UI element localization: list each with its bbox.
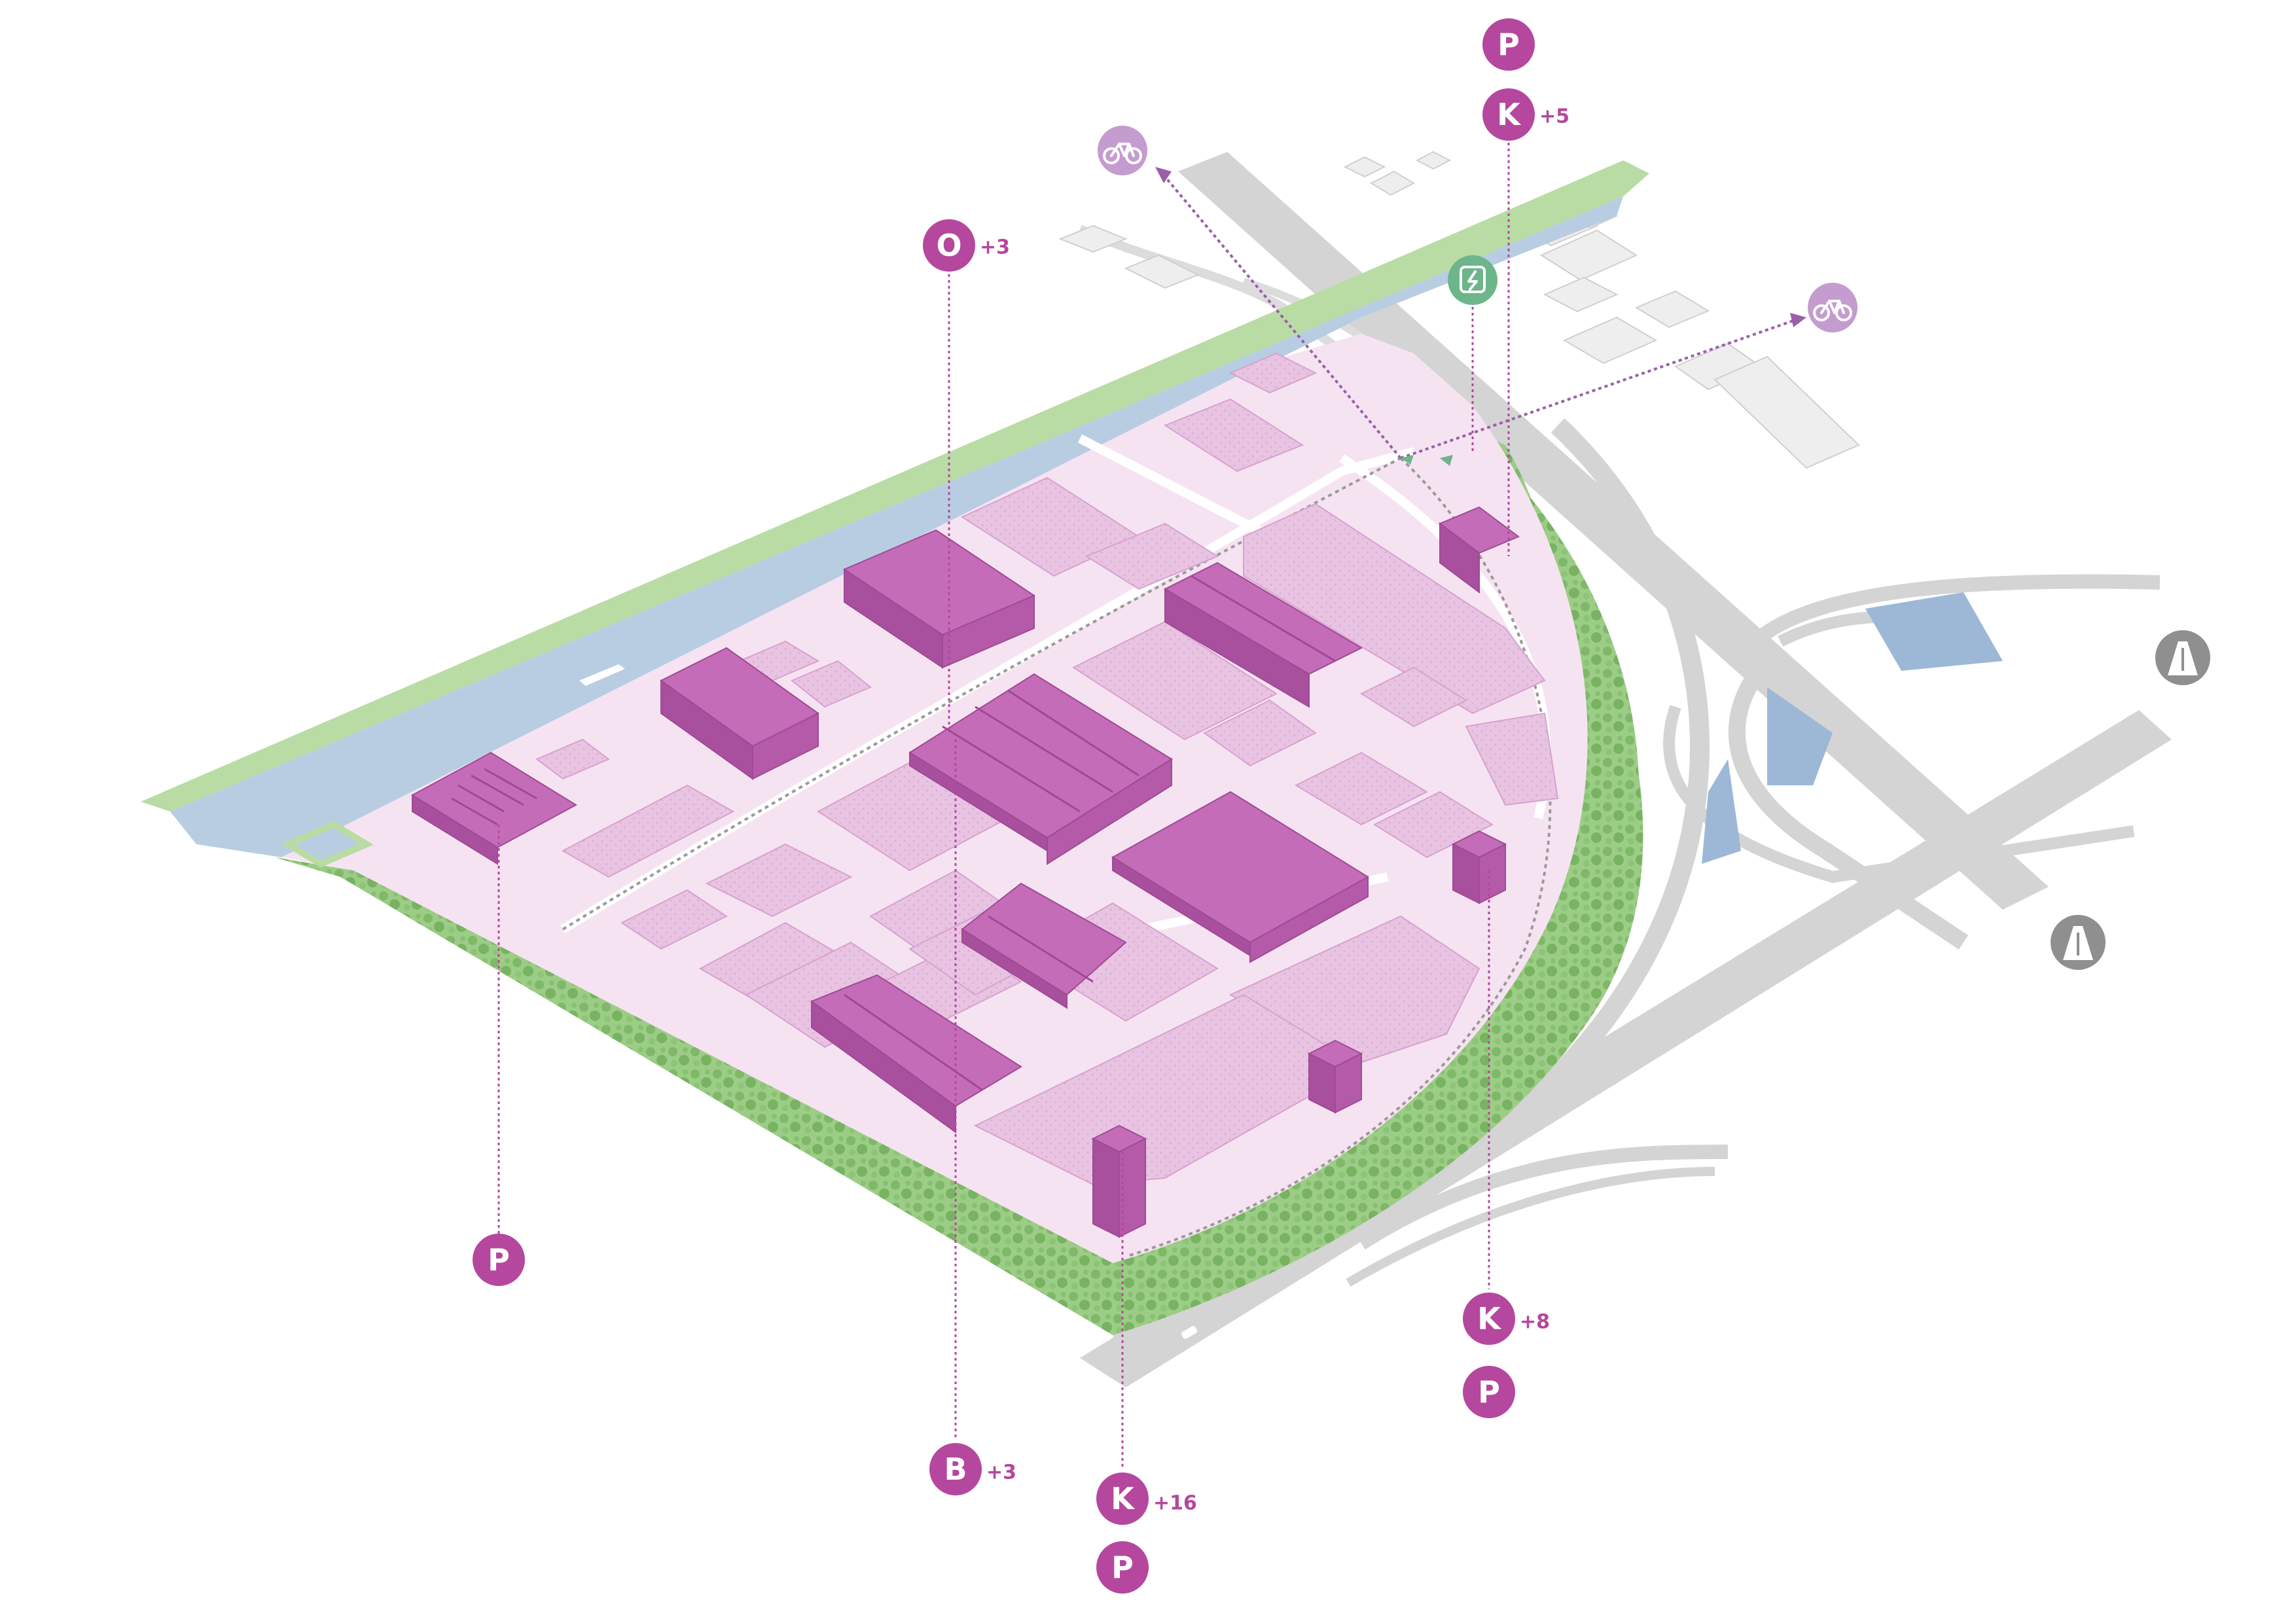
marker-suffix: +8 (1520, 1311, 1550, 1334)
marker-suffix: +3 (986, 1461, 1016, 1484)
marker-parking-east[interactable]: P (1463, 1366, 1515, 1418)
marker-label: P (1498, 27, 1520, 62)
marker-label: P (1111, 1550, 1134, 1585)
bicycle-icon[interactable] (1098, 126, 1147, 175)
map-markers[interactable]: P K +5 O +3 P K +8 P B +3 (473, 18, 1570, 1594)
ramp-curve-2 (1728, 655, 1969, 950)
access-road-south (1357, 1145, 1729, 1250)
marker-suffix: +5 (1539, 105, 1570, 128)
marker-b-south[interactable]: B +3 (929, 1443, 1016, 1495)
marker-parking-west[interactable]: P (473, 1234, 525, 1286)
solar-panels (451, 768, 537, 826)
marker-label: P (488, 1242, 510, 1277)
marker-o-north[interactable]: O +3 (923, 219, 1010, 272)
tree-belt-east (1178, 432, 1640, 1257)
marker-parking-top[interactable]: P (1482, 18, 1535, 71)
bike-routes (1164, 175, 1794, 459)
sawtooth-roof-lines (844, 575, 1336, 1091)
water-basins (1702, 592, 2003, 864)
ramp-curve-1 (1728, 574, 2161, 671)
marker-k-south[interactable]: K +16 (1096, 1472, 1197, 1525)
marker-label: B (944, 1452, 967, 1487)
bus-stop-arrow-right (1440, 455, 1453, 466)
car (1662, 478, 1678, 492)
motorway-icon[interactable] (2155, 630, 2210, 685)
bike-route-arrow-1 (1155, 167, 1172, 183)
highway-main (1178, 152, 2049, 910)
buildings-dark (411, 506, 1520, 1238)
pond-west (281, 821, 374, 868)
boat (579, 664, 625, 686)
marker-label: P (1478, 1374, 1500, 1410)
canal-green-bank (141, 160, 1649, 812)
marker-label: K (1497, 97, 1522, 132)
marker-k-top[interactable]: K +5 (1482, 88, 1570, 141)
leader-lines (497, 131, 1510, 1469)
bike-route-arrow-2 (1790, 313, 1806, 327)
bicycle-icon[interactable] (1808, 283, 1857, 332)
marker-k-east[interactable]: K +8 (1463, 1293, 1550, 1345)
marker-label: O (936, 228, 961, 263)
ring-road (1108, 418, 1710, 1344)
marker-label: K (1477, 1301, 1502, 1336)
car (1181, 1326, 1197, 1339)
marker-label: K (1111, 1481, 1136, 1516)
access-road-south-2 (1346, 1167, 1715, 1287)
bus-stop-arrow-left (1401, 455, 1414, 465)
marker-suffix: +3 (980, 236, 1010, 259)
marker-parking-south[interactable]: P (1096, 1541, 1149, 1594)
marker-suffix: +16 (1153, 1492, 1197, 1515)
electric-bus-icon[interactable] (1448, 255, 1498, 305)
motorway-icon[interactable] (2051, 915, 2106, 970)
